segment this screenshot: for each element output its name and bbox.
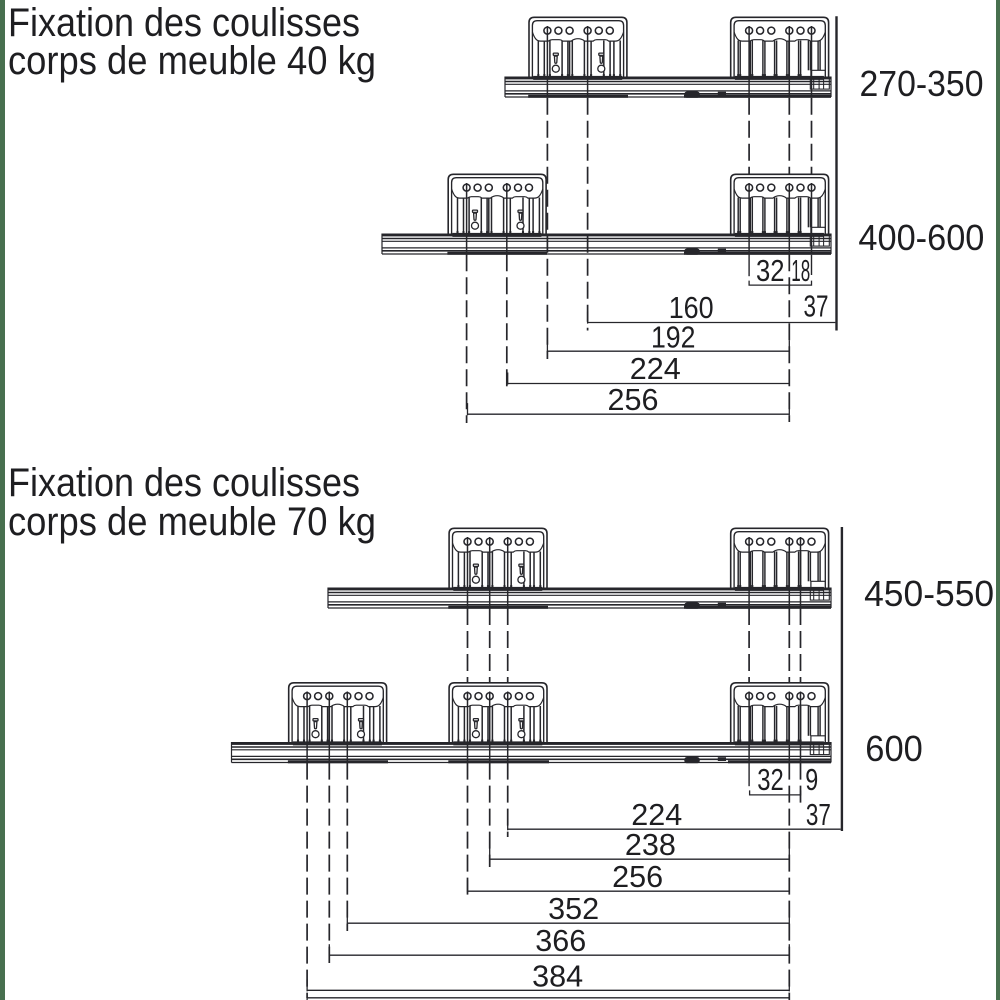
svg-text:256: 256 [608, 382, 659, 417]
svg-text:366: 366 [535, 923, 586, 958]
svg-text:400-600: 400-600 [858, 217, 984, 258]
svg-text:238: 238 [625, 827, 676, 862]
svg-text:32: 32 [756, 253, 785, 288]
svg-text:224: 224 [631, 797, 682, 832]
svg-text:256: 256 [612, 859, 663, 894]
svg-text:352: 352 [548, 891, 599, 926]
svg-text:corps de meuble 40 kg: corps de meuble 40 kg [8, 39, 376, 83]
svg-text:192: 192 [651, 319, 696, 354]
svg-text:384: 384 [532, 958, 583, 993]
svg-text:9: 9 [805, 762, 818, 797]
svg-text:Fixation des coulisses: Fixation des coulisses [8, 1, 360, 45]
svg-text:270-350: 270-350 [860, 63, 984, 104]
svg-text:32: 32 [757, 762, 784, 797]
svg-text:224: 224 [630, 351, 681, 386]
svg-text:18: 18 [791, 253, 810, 288]
svg-text:160: 160 [669, 290, 714, 325]
svg-text:Fixation des coulisses: Fixation des coulisses [8, 461, 360, 505]
svg-text:600: 600 [865, 728, 923, 769]
svg-text:37: 37 [806, 797, 831, 832]
svg-text:37: 37 [804, 289, 829, 324]
svg-text:450-550: 450-550 [864, 573, 994, 614]
svg-text:corps de meuble 70 kg: corps de meuble 70 kg [8, 500, 376, 544]
